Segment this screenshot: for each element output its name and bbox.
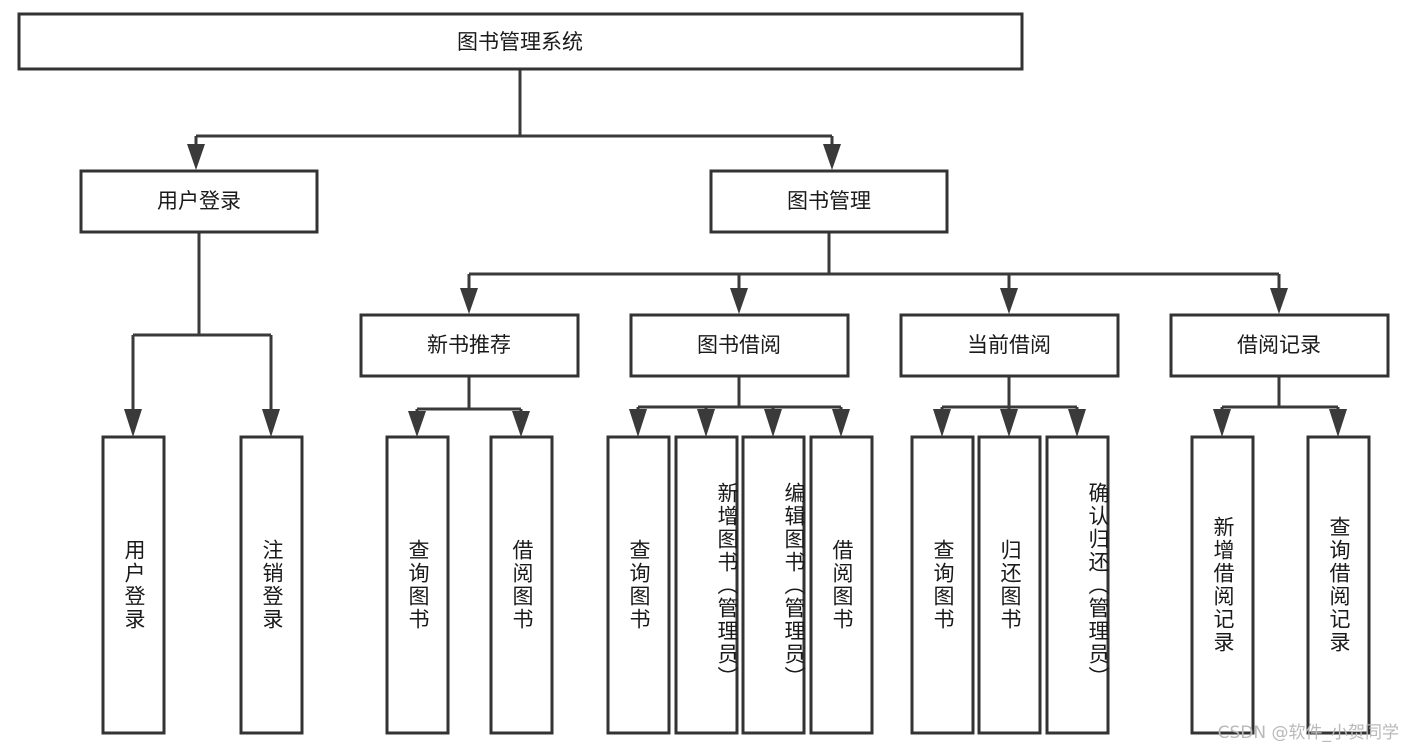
- node-book-management[interactable]: 图书管理: [709, 169, 949, 234]
- node-leaf-add-borrow-record[interactable]: [1190, 435, 1255, 735]
- arrow-head-icon: [262, 409, 280, 437]
- arrow-head-icon: [823, 144, 841, 170]
- node-leaf-add-book-admin[interactable]: [674, 435, 739, 735]
- arrow-head-icon: [730, 288, 748, 314]
- arrow-head-icon: [1270, 288, 1288, 314]
- node-user-login[interactable]: 用户登录: [79, 169, 319, 234]
- arrow-head-icon: [124, 409, 142, 437]
- arrow-head-icon: [1000, 288, 1018, 314]
- node-borrow-records-label: 借阅记录: [1237, 333, 1321, 357]
- arrow-head-icon: [460, 288, 478, 314]
- node-leaf-query-book-borrow[interactable]: [606, 435, 671, 735]
- node-leaf-user-login[interactable]: [101, 435, 166, 735]
- connector-userlogin-to-leaves: [124, 232, 280, 437]
- arrow-head-icon: [1000, 409, 1018, 437]
- node-current-borrow-label: 当前借阅: [967, 333, 1051, 357]
- node-leaf-confirm-return-admin[interactable]: [1045, 435, 1110, 735]
- node-book-borrow[interactable]: 图书借阅: [629, 313, 850, 378]
- arrow-head-icon: [629, 409, 647, 437]
- arrow-head-icon: [408, 411, 426, 437]
- node-borrow-records[interactable]: 借阅记录: [1169, 313, 1390, 378]
- node-root-label: 图书管理系统: [457, 30, 583, 54]
- csdn-watermark: CSDN @软件_小贺同学: [1217, 723, 1399, 743]
- arrow-head-icon: [187, 144, 205, 170]
- arrow-head-icon: [1213, 409, 1231, 437]
- arrow-head-icon: [1329, 409, 1347, 437]
- node-leaf-borrow-book-recommend[interactable]: [489, 435, 554, 735]
- node-new-book-recommend[interactable]: 新书推荐: [359, 313, 580, 378]
- node-leaf-logout[interactable]: [239, 435, 304, 735]
- connector-borrow-to-leaves: [629, 376, 850, 437]
- connector-current-to-leaves: [933, 376, 1086, 437]
- arrow-head-icon: [933, 409, 951, 437]
- arrow-head-icon: [1068, 409, 1086, 437]
- arrow-head-icon: [832, 409, 850, 437]
- connector-records-to-leaves: [1213, 376, 1347, 437]
- arrow-head-icon: [697, 409, 715, 437]
- node-book-management-label: 图书管理: [787, 189, 871, 213]
- node-current-borrow[interactable]: 当前借阅: [899, 313, 1120, 378]
- connector-root-to-level2: [187, 70, 841, 170]
- node-leaf-query-book-current[interactable]: [910, 435, 975, 735]
- arrow-head-icon: [512, 411, 530, 437]
- node-new-book-recommend-label: 新书推荐: [427, 333, 511, 357]
- node-leaf-return-book[interactable]: [977, 435, 1042, 735]
- connector-bookmgmt-to-level3: [460, 232, 1288, 314]
- arrow-head-icon: [764, 409, 782, 437]
- connector-newbook-to-leaves: [408, 376, 530, 437]
- node-leaf-borrow-book[interactable]: [809, 435, 874, 735]
- node-user-login-label: 用户登录: [157, 189, 241, 213]
- node-book-borrow-label: 图书借阅: [697, 333, 781, 357]
- node-leaf-query-borrow-record[interactable]: [1306, 435, 1371, 735]
- node-leaf-query-book-recommend[interactable]: [385, 435, 450, 735]
- node-leaf-edit-book-admin[interactable]: [741, 435, 806, 735]
- node-root[interactable]: 图书管理系统: [17, 12, 1024, 71]
